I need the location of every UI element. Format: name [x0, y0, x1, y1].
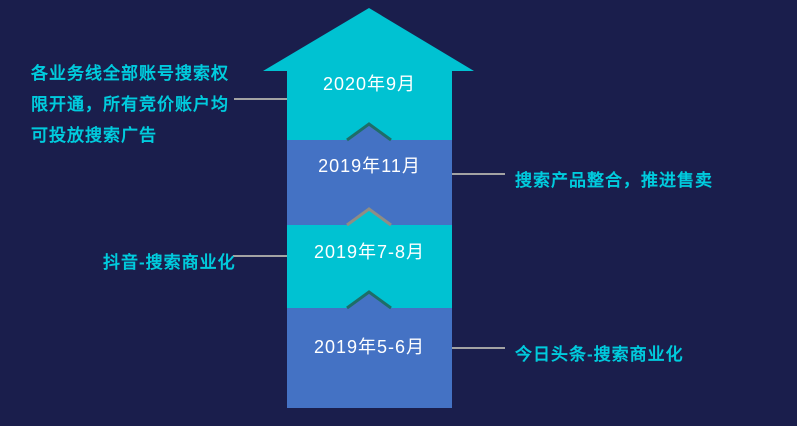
notch-outline-2 [346, 207, 392, 227]
annotation-left-mid: 抖音-搜索商业化 [103, 247, 236, 278]
notch-outline-3 [346, 290, 392, 310]
milestone-date-2019-7-8: 2019年7-8月 [313, 242, 426, 262]
annotation-line: 搜索产品整合，推进售卖 [515, 171, 713, 190]
connector-right-bottom [452, 347, 505, 349]
connector-left-top [234, 98, 287, 100]
connector-right-mid [452, 173, 505, 175]
arrow-segment-2019-7-8 [287, 210, 452, 308]
annotation-left-top: 各业务线全部账号搜索权 限开通，所有竞价账户均 可投放搜索广告 [31, 58, 229, 151]
annotation-line: 抖音-搜索商业化 [103, 253, 236, 272]
connector-left-mid [233, 255, 287, 257]
milestone-date-2019-11: 2019年11月 [318, 156, 421, 176]
notch-outline-1 [346, 122, 392, 142]
annotation-right-mid: 搜索产品整合，推进售卖 [515, 165, 713, 196]
annotation-right-bottom: 今日头条-搜索商业化 [515, 339, 684, 370]
arrow-segment-2020-9 [263, 8, 474, 140]
annotation-line: 各业务线全部账号搜索权 [31, 64, 229, 83]
annotation-line: 限开通，所有竞价账户均 [31, 95, 229, 114]
arrow-segment-2019-11 [287, 125, 452, 225]
arrow-segment-2019-5-6 [287, 293, 452, 408]
milestone-date-2020-9: 2020年9月 [322, 74, 417, 94]
annotation-line: 可投放搜索广告 [31, 126, 157, 145]
milestone-date-2019-5-6: 2019年5-6月 [313, 337, 426, 357]
annotation-line: 今日头条-搜索商业化 [515, 345, 684, 364]
